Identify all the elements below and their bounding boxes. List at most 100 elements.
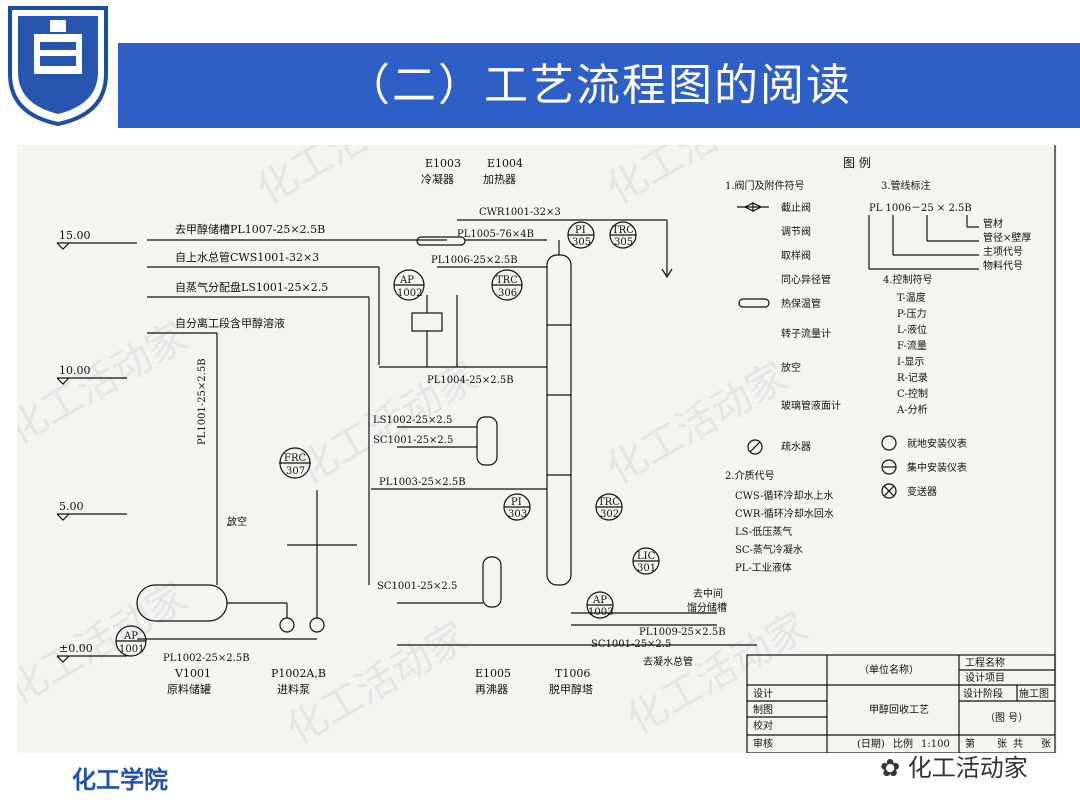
legend-item: A-分析 <box>896 403 928 416</box>
watermark-brand: ✿ 化工活动家 <box>880 748 1028 783</box>
legend-symbols <box>737 202 979 499</box>
equip-name: 冷凝器 <box>421 172 454 186</box>
equip-code: E1005 <box>475 667 511 680</box>
line-label: LS1002-25×2.5 <box>373 415 452 426</box>
instrument-code: TRC <box>496 275 518 286</box>
legend-item: L-液位 <box>897 323 927 336</box>
instrument-code: AP <box>123 631 138 642</box>
legend-item: F-流量 <box>897 339 927 352</box>
watermark: 化工活动家 <box>599 145 795 214</box>
line-label: SC1001-25×2.5 <box>377 581 457 592</box>
equip-name: 进料泵 <box>277 682 310 696</box>
title-block <box>746 654 1056 754</box>
line-label: PL1006-25×2.5B <box>431 255 518 266</box>
legend-item: R-记录 <box>897 372 928 384</box>
title-block-row: 审核 <box>753 737 773 750</box>
instrument-number: 1002 <box>397 288 422 299</box>
instrument-code: AP <box>399 275 414 286</box>
line-label: PL1005-76×4B <box>457 229 534 240</box>
instrument-code: LIC <box>637 551 656 562</box>
level-label: 10.00 <box>59 364 91 377</box>
annotation: 放空 <box>227 515 247 528</box>
legend-item: 物料代号 <box>983 259 1023 272</box>
legend-item: 同心异径管 <box>781 273 831 286</box>
line-label: SC1001-25×2.5 <box>373 435 453 446</box>
process-flow-diagram: 化工活动家 化工活动家 化工活动家 化工活动家 化工活动家 化工活动家 化工活动… <box>0 74 1057 754</box>
instrument-bubbles <box>115 221 660 657</box>
legend-item: SC-蒸气冷凝水 <box>735 543 803 556</box>
legend-item: CWR-循环冷却水回水 <box>735 507 834 520</box>
legend-item: 就地安装仪表 <box>907 437 967 450</box>
legend-item: 集中安装仪表 <box>907 461 967 474</box>
inlet-label: 自分离工段含甲醇溶液 <box>175 316 285 330</box>
title-block-field: 设计阶段 <box>963 687 1003 700</box>
legend-item: C-控制 <box>897 387 928 400</box>
legend-item: 疏水器 <box>781 440 811 453</box>
legend-item: 主项代号 <box>983 246 1023 258</box>
title-band <box>118 43 1080 128</box>
equip-code: T1006 <box>555 667 590 680</box>
level-label: 5.00 <box>59 500 84 513</box>
instrument-code: FRC <box>284 453 306 464</box>
title-block-project: 甲醇回收工艺 <box>869 703 929 716</box>
instrument-number: 301 <box>637 563 656 574</box>
legend-item: 玻璃管液面计 <box>781 399 841 412</box>
instrument-code: TRC <box>598 497 620 508</box>
title-block-unit: （单位名称） <box>859 663 919 676</box>
title-block-field: 张 <box>997 738 1007 750</box>
line-label: SC1001-25×2.5 <box>591 639 671 650</box>
title-block-field: 第 <box>965 737 975 750</box>
level-label: ±0.00 <box>59 642 93 655</box>
title-block-row: 设计 <box>753 687 773 700</box>
instrument-number: 303 <box>508 509 527 520</box>
instrument-number: 1001 <box>119 644 144 655</box>
title-block-field: 共 <box>1013 738 1023 750</box>
title-block-field: 工程名称 <box>965 656 1005 669</box>
title-block-field: 比例 <box>893 737 913 750</box>
line-label: PL1004-25×2.5B <box>427 375 514 386</box>
wechat-icon: ✿ <box>880 754 901 782</box>
title-block-field: 施工图 <box>1019 687 1049 700</box>
title-block-row: 校对 <box>753 719 773 732</box>
title-block-field: （图 号） <box>985 712 1028 724</box>
instrument-number: 306 <box>498 288 517 299</box>
legend-item: 取样阀 <box>781 249 811 262</box>
legend-item: 调节阀 <box>781 225 811 238</box>
legend-item: 转子流量计 <box>781 327 831 340</box>
equip-name: 原料储罐 <box>167 682 211 696</box>
legend-item: 截止阀 <box>781 201 811 214</box>
title-block-field: 设计项目 <box>965 671 1005 684</box>
title-block-field: 张 <box>1041 738 1051 750</box>
instrument-code: AP <box>592 595 607 606</box>
legend-pipe-example: PL 1006－25 × 2.5B <box>869 203 972 214</box>
legend-item: 管径×壁厚 <box>983 231 1031 244</box>
footer-label: 化工学院 <box>72 765 168 794</box>
level-label: 15.00 <box>59 229 91 242</box>
instrument-number: 307 <box>286 466 305 477</box>
watermark: 化工活动家 <box>17 314 195 454</box>
equip-code: E1003 <box>425 157 461 170</box>
inlet-label: 自上水总管CWS1001-32×3 <box>175 250 319 264</box>
instrument-number: 1003 <box>588 607 613 618</box>
legend-item: 放空 <box>781 361 801 374</box>
legend-item: P-压力 <box>897 307 927 320</box>
legend-heading: 1.阀门及附件符号 <box>725 179 805 192</box>
watermark-brand-text: 化工活动家 <box>907 754 1028 782</box>
instrument-code: TRC <box>612 225 634 236</box>
legend-heading: 4.控制符号 <box>883 273 933 286</box>
legend: 图 例 1.阀门及附件符号 截止阀 调节阀 取样阀 同心异径管 热保温管 转子流… <box>725 156 1031 574</box>
instrument-number: 302 <box>600 509 619 520</box>
equip-code: E1004 <box>487 157 523 170</box>
equip-name: 加热器 <box>483 173 516 186</box>
instrument-number: 305 <box>572 237 591 248</box>
annotation: 去凝水总管 <box>643 655 693 668</box>
inlet-label: 去甲醇储槽PL1007-25×2.5B <box>175 222 325 236</box>
legend-heading: 3.管线标注 <box>881 179 931 192</box>
legend-item: PL-工业液体 <box>735 561 792 574</box>
legend-item: T-温度 <box>897 291 926 304</box>
legend-item: I-显示 <box>897 356 924 368</box>
slide-title: （二）工艺流程图的阅读 <box>346 60 852 111</box>
legend-item: LS-低压蒸气 <box>735 525 792 538</box>
title-block-field: 1:100 <box>921 739 950 750</box>
legend-title: 图 例 <box>843 156 871 170</box>
